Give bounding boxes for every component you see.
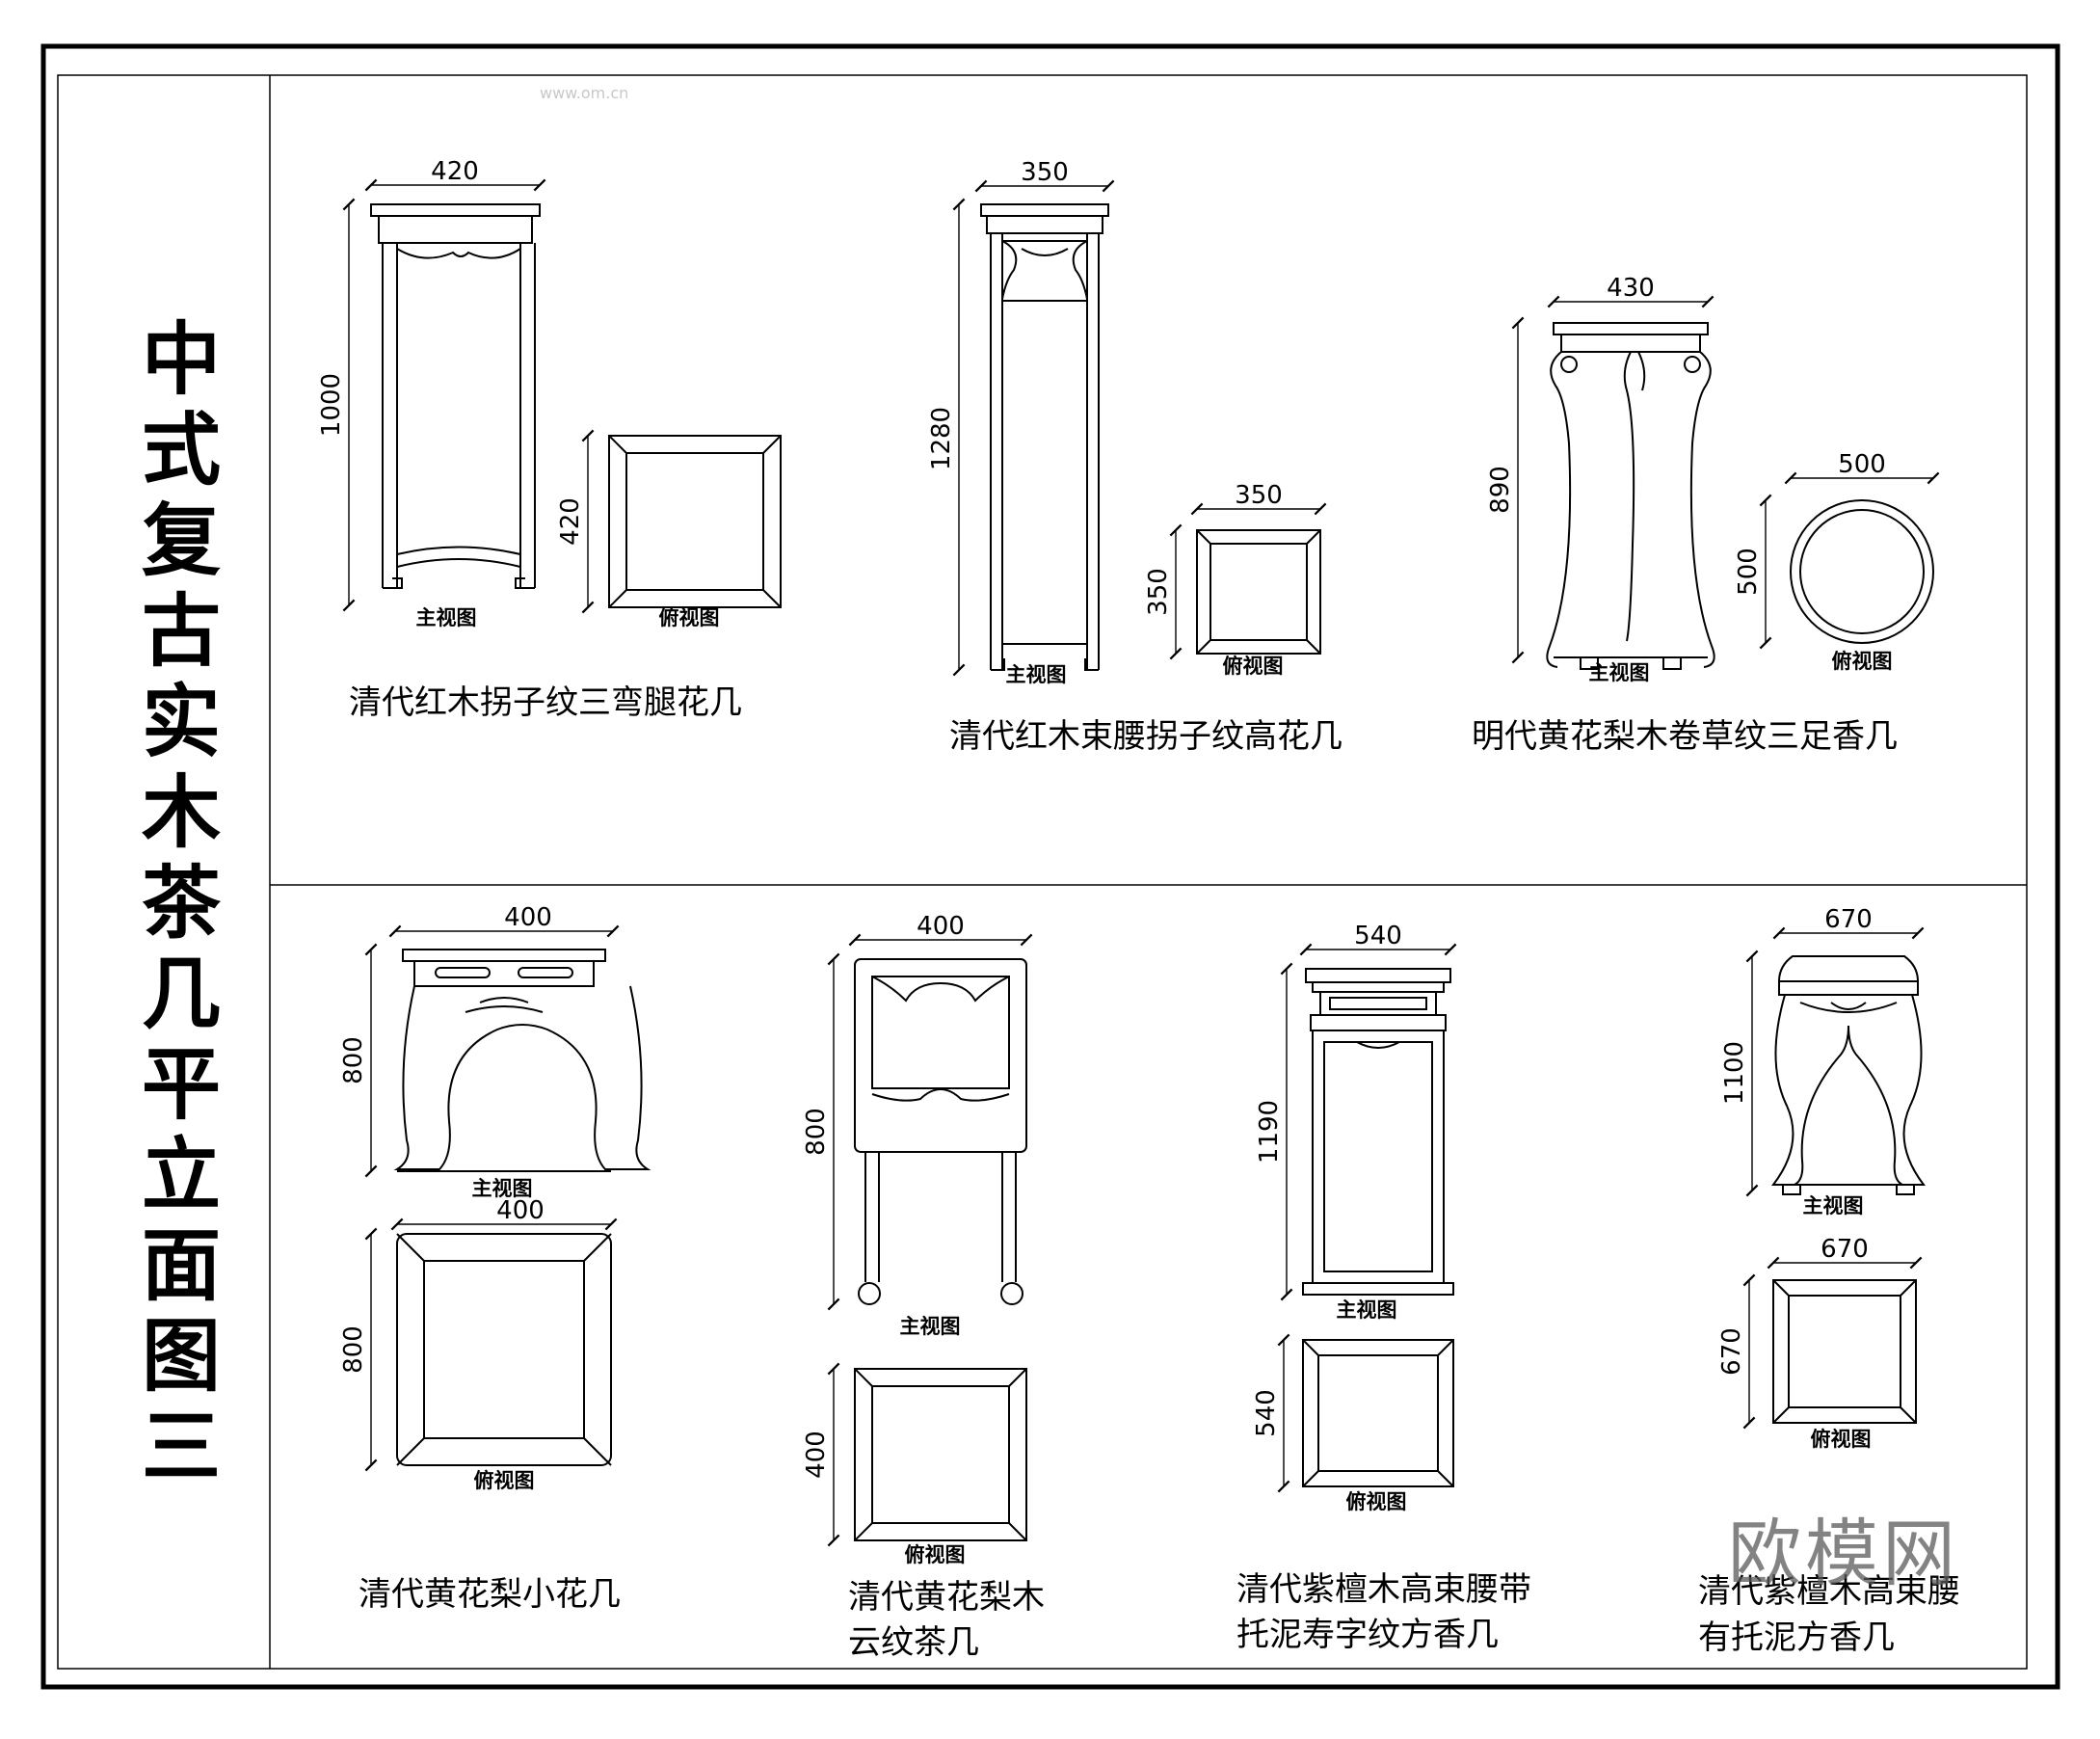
item-6-name-line2: 托泥寿字纹方香几 xyxy=(1236,1616,1499,1654)
item-4-front-width-label: 400 xyxy=(504,903,552,932)
item-4-top-width-label: 400 xyxy=(496,1196,545,1225)
item-6-top-view xyxy=(1302,1339,1454,1487)
item-2: 350 1280 主视图 350 350 俯视图 清代红木束腰拐子纹高花几 xyxy=(927,158,1342,756)
item-3-front-view xyxy=(1546,322,1715,670)
item-6-front-height-label: 1190 xyxy=(1255,1100,1284,1164)
item-6-name-line1: 清代紫檀木高束腰带 xyxy=(1236,1570,1531,1609)
item-4-front-caption: 主视图 xyxy=(472,1177,533,1200)
item-1-top-height-label: 420 xyxy=(556,497,585,546)
site-watermark: www.om.cn xyxy=(540,84,628,102)
item-1-front-width-label: 420 xyxy=(431,157,479,186)
item-2-front-view xyxy=(980,203,1109,671)
item-4: 400 800 主视图 400 800 俯视图 清代黄花梨小花几 xyxy=(339,903,651,1614)
item-3-top-width-label: 500 xyxy=(1838,450,1886,479)
item-1-front-view xyxy=(370,203,541,589)
item-7-name-line1: 清代紫檀木高束腰 xyxy=(1698,1572,1960,1611)
item-7-front-view xyxy=(1770,955,1927,1195)
item-3-front-caption: 主视图 xyxy=(1589,661,1650,684)
item-5: 400 800 主视图 400 俯视图 清代黄花梨木 云纹茶几 xyxy=(802,912,1045,1662)
item-5-front-view xyxy=(854,958,1027,1305)
item-1-front-caption: 主视图 xyxy=(416,606,477,629)
item-7-front-caption: 主视图 xyxy=(1803,1194,1864,1217)
brand-watermark-logo: 欧模网 xyxy=(1728,1511,1959,1596)
item-2-top-caption: 俯视图 xyxy=(1223,655,1284,678)
item-4-front-height-label: 800 xyxy=(339,1036,368,1084)
item-3-front-height-label: 890 xyxy=(1486,466,1515,514)
inner-frame xyxy=(57,74,2028,1670)
item-5-top-caption: 俯视图 xyxy=(905,1543,966,1566)
item-4-top-height-label: 800 xyxy=(339,1325,368,1374)
item-3-top-height-label: 500 xyxy=(1734,548,1763,596)
item-5-top-view xyxy=(854,1368,1027,1541)
item-2-front-width-label: 350 xyxy=(1021,158,1069,187)
item-2-front-caption: 主视图 xyxy=(1006,663,1067,686)
item-3-top-caption: 俯视图 xyxy=(1832,650,1893,673)
item-3-front-width-label: 430 xyxy=(1607,274,1655,303)
item-7-name-line2: 有托泥方香几 xyxy=(1698,1619,1895,1657)
item-7-front-height-label: 1100 xyxy=(1720,1041,1749,1105)
item-5-front-width-label: 400 xyxy=(917,912,965,941)
item-3-name: 明代黄花梨木卷草纹三足香几 xyxy=(1472,717,1898,756)
item-1-front-height-label: 1000 xyxy=(317,373,346,437)
item-7-front-width-label: 670 xyxy=(1824,905,1873,934)
item-7-top-width-label: 670 xyxy=(1821,1235,1869,1264)
item-7-top-height-label: 670 xyxy=(1717,1327,1746,1376)
item-6-top-caption: 俯视图 xyxy=(1346,1490,1407,1513)
item-7-top-view xyxy=(1772,1279,1917,1424)
item-6-front-width-label: 540 xyxy=(1354,922,1402,950)
item-3: 430 890 主视图 500 500 俯视图 明代黄花梨木卷草纹三足香几 xyxy=(1472,274,1940,756)
sheet-title: 中式复古实木茶几平立面图三 xyxy=(128,317,221,1495)
item-4-top-view xyxy=(396,1233,612,1466)
item-5-name-line2: 云纹茶几 xyxy=(848,1623,979,1662)
item-6: 540 1190 主视图 540 俯视图 清代紫檀木高束腰带 托泥寿字纹方香几 xyxy=(1236,922,1531,1654)
item-4-top-caption: 俯视图 xyxy=(474,1469,535,1492)
item-1-top-caption: 俯视图 xyxy=(659,606,720,629)
item-5-name-line1: 清代黄花梨木 xyxy=(848,1578,1045,1617)
outer-frame xyxy=(40,43,2060,1690)
item-3-top-view xyxy=(1790,499,1934,644)
item-6-front-caption: 主视图 xyxy=(1337,1298,1397,1322)
item-6-front-view xyxy=(1302,968,1454,1296)
item-7: 670 1100 主视图 670 670 俯视图 清代紫檀木高束腰 有托泥方香几 xyxy=(1698,905,1960,1657)
item-1-name: 清代红木拐子纹三弯腿花几 xyxy=(349,683,742,722)
item-2-top-width-label: 350 xyxy=(1235,481,1283,510)
item-2-top-view xyxy=(1196,529,1321,655)
item-7-top-caption: 俯视图 xyxy=(1811,1428,1872,1451)
item-5-top-height-label: 400 xyxy=(802,1431,831,1479)
item-6-top-height-label: 540 xyxy=(1252,1389,1281,1437)
item-4-name: 清代黄花梨小花几 xyxy=(359,1575,621,1614)
item-5-front-caption: 主视图 xyxy=(900,1315,961,1338)
item-2-front-height-label: 1280 xyxy=(927,407,956,470)
item-2-name: 清代红木束腰拐子纹高花几 xyxy=(949,717,1342,756)
item-2-top-height-label: 350 xyxy=(1144,568,1173,616)
item-1-top-view xyxy=(608,435,782,608)
item-4-front-view xyxy=(393,949,651,1172)
item-1: 420 1000 主视图 420 俯视图 清代红木拐子纹三弯腿花几 xyxy=(317,157,782,722)
item-5-front-height-label: 800 xyxy=(802,1108,831,1156)
